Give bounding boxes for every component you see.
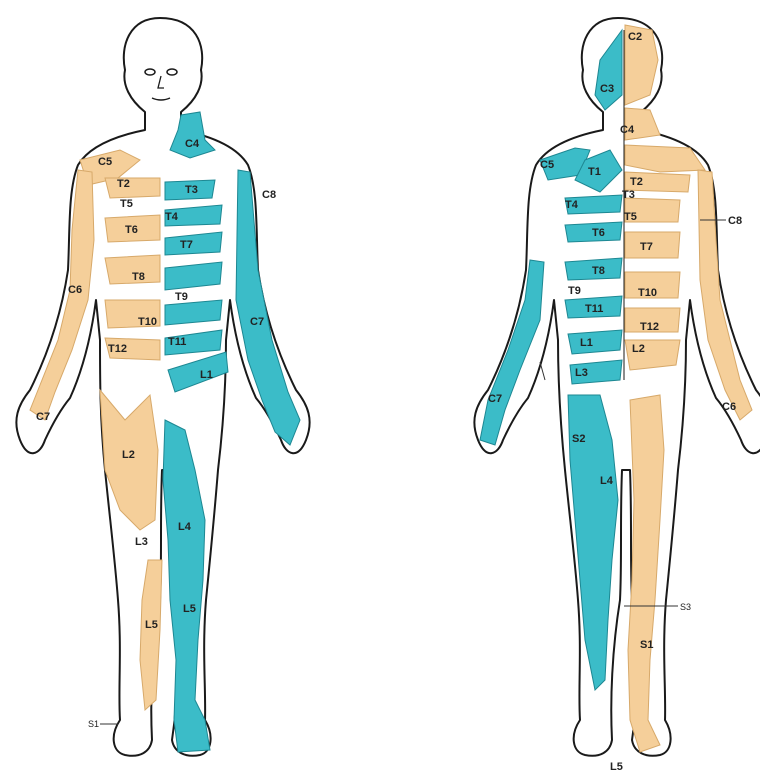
back-body-outline [474, 18, 760, 756]
front-label-c8-arm: C7 [250, 316, 264, 328]
back-label-t2: T2 [630, 176, 643, 188]
back-label-t6: T6 [592, 227, 605, 239]
back-label-t11: T11 [585, 303, 603, 315]
front-label-t12: T12 [108, 343, 127, 355]
front-label-l5: L5 [145, 619, 158, 631]
back-label-l2: L2 [632, 343, 645, 355]
back-label-l5: L5 [610, 761, 623, 773]
back-lead-t1 [540, 362, 545, 380]
front-label-t4: T4 [165, 211, 179, 223]
front-figure: C4 C5 T2 T3 T4 T5 T6 T7 T8 T9 T10 T11 T1… [16, 18, 309, 756]
front-label-l4: L4 [178, 521, 192, 533]
back-label-c7: C7 [488, 393, 502, 405]
front-label-t11: T11 [168, 336, 186, 348]
front-label-t5: T5 [120, 198, 133, 210]
back-label-t4: T4 [565, 199, 579, 211]
back-label-t10: T10 [638, 287, 657, 299]
front-label-c7: C7 [36, 411, 50, 423]
front-label-t2: T2 [117, 178, 130, 190]
front-label-t10: T10 [138, 316, 157, 328]
back-label-c2: C2 [628, 31, 642, 43]
back-label-s3: S3 [680, 602, 691, 612]
back-label-t3: T3 [622, 189, 635, 201]
back-band-t12-teal [568, 330, 622, 354]
front-label-l5b: L5 [183, 603, 196, 615]
back-label-t1: T1 [588, 166, 601, 178]
back-label-s2: S2 [572, 433, 585, 445]
front-band-t2-tan [105, 178, 160, 198]
front-label-c5: C5 [98, 156, 112, 168]
front-label-c8: C8 [262, 189, 276, 201]
back-label-c3: C3 [600, 83, 614, 95]
back-label-c4: C4 [620, 124, 635, 136]
back-label-t9: T9 [568, 285, 581, 297]
back-label-t7: T7 [640, 241, 653, 253]
front-label-t7: T7 [180, 239, 193, 251]
front-label-t6: T6 [125, 224, 138, 236]
front-label-l2: L2 [122, 449, 135, 461]
back-label-t12: T12 [640, 321, 659, 333]
front-label-t3: T3 [185, 184, 198, 196]
back-label-l4: L4 [600, 475, 614, 487]
front-label-c4: C4 [185, 138, 200, 150]
front-label-l3: L3 [135, 536, 148, 548]
front-label-c6-arm: C6 [68, 284, 82, 296]
front-arm-c8-teal [236, 170, 300, 445]
back-label-t8: T8 [592, 265, 605, 277]
back-label-s1: S1 [640, 639, 653, 651]
back-label-c8: C8 [728, 215, 742, 227]
front-label-l1: L1 [200, 369, 213, 381]
front-label-s1: S1 [88, 719, 99, 729]
front-label-t9: T9 [175, 291, 188, 303]
back-label-c6: C6 [722, 401, 736, 413]
back-figure: C2 C3 C4 C5 T1 T2 T3 T4 T5 T6 T7 T8 T9 T… [474, 18, 760, 773]
back-label-c5: C5 [540, 159, 554, 171]
back-label-t5: T5 [624, 211, 637, 223]
front-label-t8: T8 [132, 271, 145, 283]
back-label-l3: L3 [575, 367, 588, 379]
back-label-l1: L1 [580, 337, 593, 349]
